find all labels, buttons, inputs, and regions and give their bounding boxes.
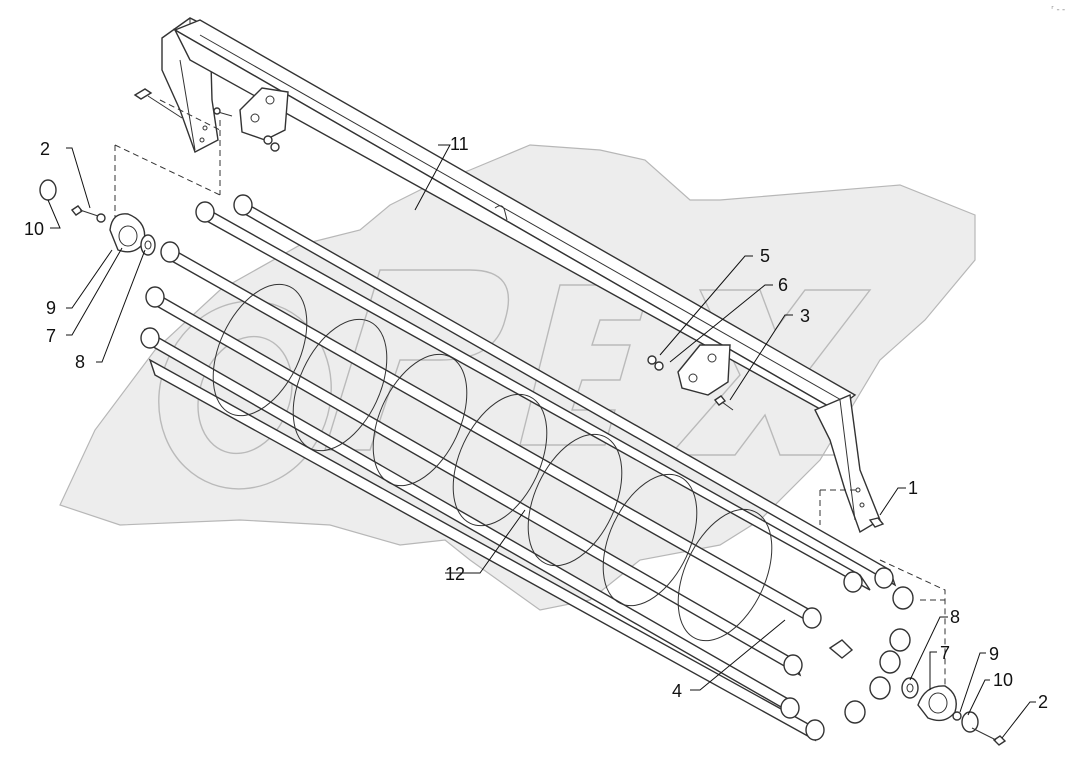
callout-c9b: 9 — [989, 644, 999, 664]
callout-c12: 12 — [445, 564, 465, 584]
callout-c11: 11 — [450, 134, 469, 154]
callout-c8b: 8 — [950, 607, 960, 627]
right-bracket — [647, 344, 731, 396]
left-bracket — [213, 87, 289, 152]
callout-c3: 3 — [800, 306, 810, 326]
roller-cage — [140, 194, 914, 742]
callout-c7a: 7 — [46, 326, 56, 346]
corner-mark: ʳ-- — [1050, 5, 1066, 15]
callout-c9a: 9 — [46, 298, 56, 318]
callout-c10a: 10 — [24, 219, 44, 239]
callout-c7b: 7 — [940, 643, 950, 663]
cap-ring-icon — [39, 179, 57, 201]
callout-c2b: 2 — [1038, 692, 1048, 712]
frame-beam — [161, 17, 881, 534]
callout-c2a: 2 — [40, 139, 50, 159]
callout-c1: 1 — [908, 478, 918, 498]
callout-c10b: 10 — [993, 670, 1013, 690]
callouts: 2 10 9 7 8 11 12 5 6 3 1 4 8 7 9 10 2 — [24, 134, 1048, 712]
callout-c6: 6 — [778, 275, 788, 295]
callout-c5: 5 — [760, 246, 770, 266]
right-bearing-assembly — [901, 677, 1007, 746]
guide-line-right — [819, 489, 946, 690]
callout-c4: 4 — [672, 681, 682, 701]
left-bearing-assembly — [39, 179, 156, 256]
leader-lines — [47, 144, 1036, 739]
bolt-icon — [133, 88, 885, 528]
callout-c8a: 8 — [75, 352, 85, 372]
guide-line-left — [114, 99, 221, 232]
